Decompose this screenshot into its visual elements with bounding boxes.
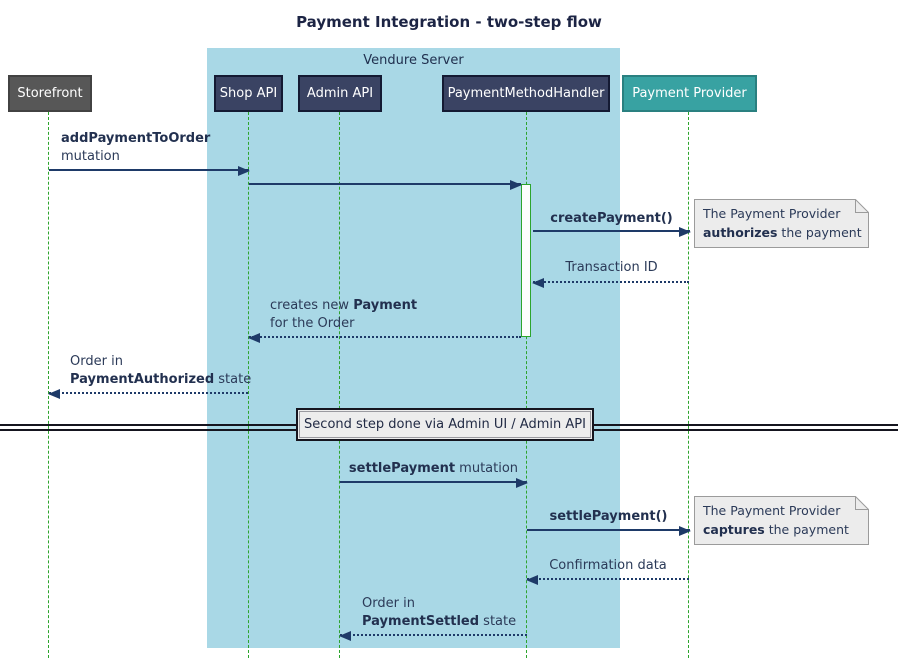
arrowhead-right-icon [516, 478, 528, 488]
message-label-order-authorized: Order in PaymentAuthorized state [70, 354, 252, 387]
arrowhead-right-icon [238, 166, 250, 176]
participant-admin-api: Admin API [298, 75, 382, 112]
arrow-settle-call [527, 526, 691, 536]
arrow-confirmation [526, 575, 689, 585]
lifeline-admin-api [339, 112, 340, 658]
arrow-order-settled [339, 631, 527, 641]
message-label-settle-mutation: settlePayment mutation [348, 461, 519, 476]
arrowhead-left-icon [248, 333, 260, 343]
arrowhead-right-icon [510, 180, 522, 190]
activation-bar-payment-method-handler [521, 184, 531, 337]
participant-shop-api-label: Shop API [219, 86, 278, 101]
message-label-transaction-id: Transaction ID [565, 260, 658, 275]
participant-payment-provider-label: Payment Provider [632, 86, 747, 101]
lifeline-shop-api [248, 112, 249, 658]
lifeline-payment-method-handler [526, 112, 527, 658]
vendure-server-frame: Vendure Server [207, 48, 620, 648]
arrowhead-right-icon [679, 227, 691, 237]
note-paper-icon [694, 496, 869, 545]
vendure-server-label: Vendure Server [363, 53, 464, 68]
note-authorizes-text: The Payment Provider authorizes the paym… [703, 206, 862, 240]
arrow-creates-payment [248, 333, 521, 343]
participant-storefront-label: Storefront [17, 86, 83, 101]
message-label-add-payment: addPaymentToOrder mutation [61, 131, 211, 164]
message-label-create-payment: createPayment() [550, 211, 673, 226]
lifeline-storefront [48, 112, 49, 658]
lifeline-payment-provider [688, 112, 689, 658]
note-authorizes: The Payment Provider authorizes the paym… [694, 199, 869, 248]
arrow-create-payment [533, 227, 691, 237]
arrow-order-authorized [48, 389, 248, 399]
arrowhead-right-icon [679, 526, 691, 536]
arrowhead-left-icon [532, 278, 544, 288]
message-label-order-settled: Order in PaymentSettled state [362, 596, 517, 629]
participant-payment-provider: Payment Provider [622, 75, 757, 112]
arrow-shop-api-to-handler [249, 180, 522, 190]
note-captures-text: The Payment Provider captures the paymen… [703, 503, 849, 537]
divider-label: Second step done via Admin UI / Admin AP… [304, 417, 586, 432]
message-label-confirmation: Confirmation data [549, 558, 667, 573]
arrow-add-payment [49, 166, 250, 176]
participant-payment-method-handler: PaymentMethodHandler [442, 75, 610, 112]
arrowhead-left-icon [48, 389, 60, 399]
participant-payment-method-handler-label: PaymentMethodHandler [447, 86, 605, 101]
message-label-creates-payment: creates new Payment for the Order [270, 298, 418, 331]
arrow-settle-mutation [340, 478, 528, 488]
diagram-title: Payment Integration - two-step flow [296, 13, 602, 31]
arrowhead-left-icon [526, 575, 538, 585]
message-label-settle-call: settlePayment() [549, 509, 668, 524]
participant-admin-api-label: Admin API [306, 86, 374, 101]
participant-shop-api: Shop API [214, 75, 283, 112]
arrowhead-left-icon [339, 631, 351, 641]
note-paper-icon [694, 199, 869, 248]
divider-label-box: Second step done via Admin UI / Admin AP… [296, 408, 594, 441]
participant-storefront: Storefront [8, 75, 92, 112]
arrow-transaction-id [532, 278, 689, 288]
note-captures: The Payment Provider captures the paymen… [694, 496, 869, 545]
